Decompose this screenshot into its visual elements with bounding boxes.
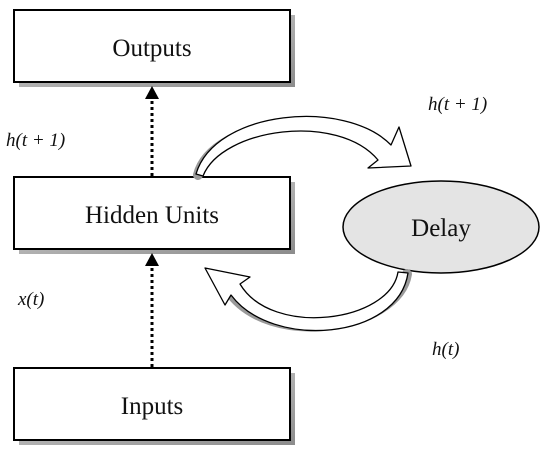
arrow-inputs-to-hidden: [145, 253, 159, 367]
outputs-box: Outputs: [13, 9, 295, 87]
inputs-box: Inputs: [13, 367, 295, 445]
arrow-hidden-to-outputs: [145, 86, 159, 176]
outputs-label: Outputs: [112, 35, 191, 62]
curved-arrow-to-delay: [193, 115, 412, 180]
inputs-label: Inputs: [121, 393, 184, 420]
hidden-units-label: Hidden Units: [85, 202, 219, 229]
label-h-t-plus-1-left: h(t + 1): [6, 130, 65, 151]
delay-node: Delay: [342, 180, 540, 274]
delay-label: Delay: [411, 215, 471, 242]
label-x-t: x(t): [17, 289, 44, 310]
label-h-t-plus-1-right: h(t + 1): [428, 94, 487, 115]
label-h-t: h(t): [432, 339, 459, 360]
hidden-units-box: Hidden Units: [13, 176, 295, 254]
curved-arrow-to-hidden: [204, 267, 412, 332]
